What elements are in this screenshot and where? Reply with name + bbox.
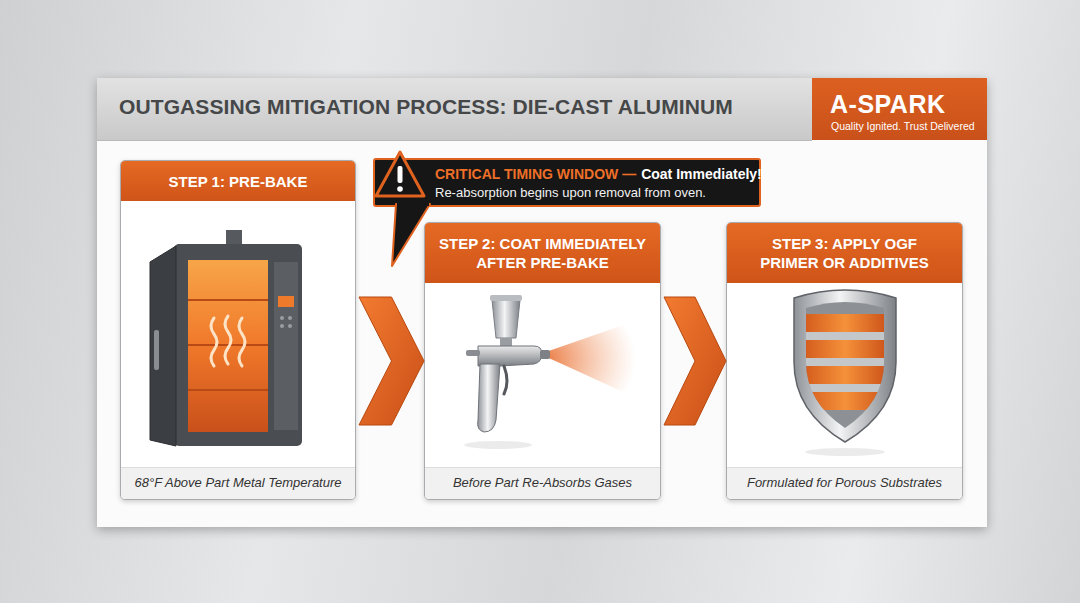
spray-mist xyxy=(540,322,636,396)
gun-handle xyxy=(478,364,500,432)
brand-tagline: Quality Ignited. Trust Delivered xyxy=(831,120,975,132)
oven-body xyxy=(174,244,302,446)
oven-display xyxy=(278,296,294,307)
oven-illustration xyxy=(150,230,302,446)
warning-callout: CRITICAL TIMING WINDOW — Coat Immediately… xyxy=(373,158,761,207)
brand-logo: A-SPARKQuality Ignited. Trust Delivered xyxy=(812,78,987,140)
shield-shadow xyxy=(805,448,885,456)
pointer-joint xyxy=(397,200,429,206)
oven-button xyxy=(280,324,284,328)
step-card: STEP 2: COAT IMMEDIATELY AFTER PRE-BAKE B… xyxy=(424,222,661,500)
metal-layer xyxy=(800,358,890,366)
heat-wave xyxy=(211,318,217,366)
callout-heading-line: CRITICAL TIMING WINDOW —Coat Immediately… xyxy=(435,165,751,183)
flow-chevron xyxy=(359,297,424,425)
oven-chimney xyxy=(226,230,242,248)
cup-lid xyxy=(490,295,522,301)
flow-chevron xyxy=(664,297,726,425)
callout-note: Re-absorption begins upon removal from o… xyxy=(435,183,751,202)
warning-mark xyxy=(398,166,403,183)
metal-layer xyxy=(800,332,890,340)
gun-nozzle xyxy=(540,350,550,359)
coating-layer xyxy=(800,366,890,384)
coating-layer xyxy=(800,392,890,410)
gun-body xyxy=(478,346,542,366)
coating-layer xyxy=(800,314,890,332)
step-heading: STEP 2: COAT IMMEDIATELY AFTER PRE-BAKE xyxy=(425,223,660,283)
step-heading: STEP 1: PRE-BAKE xyxy=(121,161,355,201)
coating-layer xyxy=(800,340,890,358)
gun-shadow xyxy=(464,441,532,449)
oven-button xyxy=(280,316,284,320)
oven-handle xyxy=(154,330,159,370)
paint-cup xyxy=(492,300,520,338)
oven-rack xyxy=(188,299,268,301)
diagram-title: OUTGASSING MITIGATION PROCESS: DIE-CAST … xyxy=(119,95,809,119)
callout-decoration xyxy=(376,152,430,266)
gun-trigger xyxy=(504,366,507,394)
cup-neck xyxy=(500,338,512,348)
step-card: STEP 3: APPLY OGF PRIMER OR ADDITIVES For… xyxy=(726,222,963,500)
callout-emphasis: Coat Immediately! xyxy=(641,166,762,182)
heat-wave xyxy=(239,318,245,366)
warning-dot xyxy=(397,186,403,192)
callout-heading: CRITICAL TIMING WINDOW — xyxy=(435,166,636,182)
gun-knob xyxy=(466,350,480,356)
step-caption: 68°F Above Part Metal Temperature xyxy=(121,467,355,499)
brand-name: A-SPARK xyxy=(830,90,946,119)
step-heading: STEP 3: APPLY OGF PRIMER OR ADDITIVES xyxy=(727,223,962,283)
oven-button xyxy=(288,324,292,328)
metal-layer xyxy=(800,384,890,392)
callout-pointer xyxy=(392,204,430,266)
shield-illustration xyxy=(794,290,896,456)
warning-triangle xyxy=(376,152,424,196)
oven-interior xyxy=(188,260,268,432)
shield-outline xyxy=(794,290,896,442)
step-caption: Formulated for Porous Substrates xyxy=(727,467,962,499)
oven-rack xyxy=(188,389,268,391)
step-card: STEP 1: PRE-BAKE 68°F Above Part Metal Te… xyxy=(120,160,356,500)
shield-inner xyxy=(806,302,884,428)
step-caption: Before Part Re-Absorbs Gases xyxy=(425,467,660,499)
oven-rack xyxy=(188,344,268,346)
oven-panel xyxy=(274,262,298,430)
spray-gun-illustration xyxy=(464,295,636,449)
oven-door xyxy=(150,246,176,446)
oven-button xyxy=(288,316,292,320)
heat-wave xyxy=(225,316,231,364)
